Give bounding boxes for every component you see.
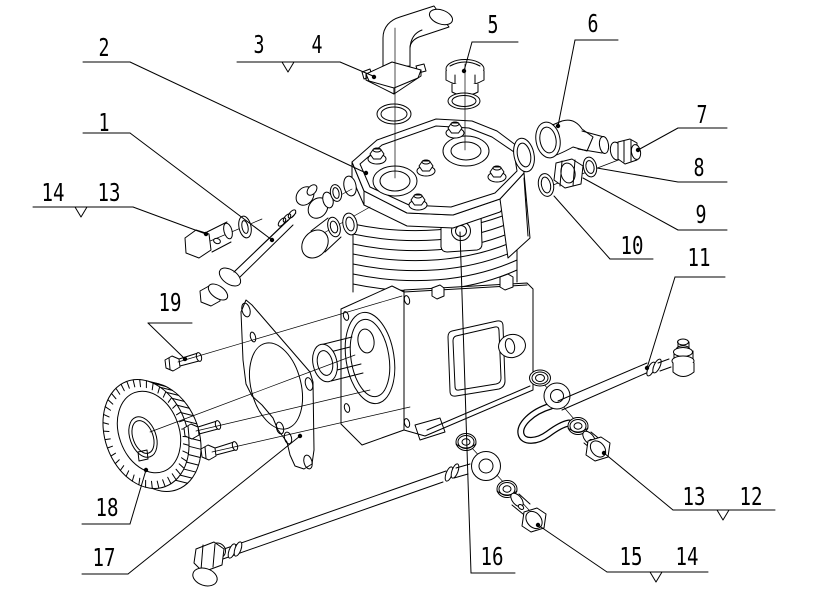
leader-line [459, 231, 472, 574]
part-number-19: 19 [159, 288, 182, 317]
part-number-17: 17 [93, 543, 116, 572]
leader-dot [143, 467, 149, 473]
leader-line [339, 61, 374, 77]
leader-line [603, 452, 674, 511]
unloader-parts [184, 184, 371, 307]
fittings-right [513, 119, 642, 197]
part-number-8: 8 [694, 153, 705, 182]
part-number-15: 15 [620, 542, 643, 571]
part-number-1: 1 [99, 108, 110, 137]
part-number-10: 10 [621, 231, 644, 260]
leader-dot [535, 522, 541, 528]
part-number-5: 5 [488, 10, 499, 39]
part-number-14: 14 [42, 178, 65, 207]
callout-5: 5 [461, 10, 519, 74]
leader-line [557, 39, 576, 127]
leader-dot [644, 365, 650, 371]
leader-line [646, 276, 676, 369]
leader-line [147, 322, 186, 360]
part-number-6: 6 [588, 9, 599, 38]
leader-line [537, 524, 608, 573]
leader-line [596, 167, 679, 183]
bracket-notch [281, 61, 295, 73]
callout-6: 6 [555, 9, 619, 129]
callout-19: 19 [147, 288, 193, 362]
hose-banjo-eye [543, 382, 571, 410]
oil-pipe [192, 451, 501, 587]
callout-14-13: 14 13 [32, 178, 209, 237]
bracket-notch [74, 206, 88, 218]
part-number-11: 11 [688, 243, 711, 272]
leader-line [129, 61, 367, 174]
part-number-12: 12 [740, 482, 763, 511]
plug-large [301, 229, 329, 259]
leader-line [132, 206, 207, 235]
leader-line [637, 127, 679, 151]
leader-dot [461, 68, 467, 74]
part-number-18: 18 [96, 493, 119, 522]
callout-18: 18 [81, 467, 149, 525]
part-number-2: 2 [99, 33, 110, 62]
leader-line [553, 195, 611, 260]
leader-line [463, 41, 473, 72]
leader-dot [555, 123, 561, 129]
leader-dot [363, 170, 369, 176]
bracket-notch [649, 571, 663, 583]
callout-16: 16 [459, 231, 516, 574]
straight-hose [557, 338, 695, 411]
leader-line [129, 469, 147, 525]
part-number-9: 9 [696, 200, 707, 229]
leader-line [129, 132, 273, 241]
leader-dot [297, 433, 303, 439]
callout-11: 11 [644, 243, 726, 371]
head-port-right [442, 135, 490, 167]
callout-9: 9 [582, 177, 728, 231]
part-number-7: 7 [697, 100, 708, 129]
crankcase [312, 273, 534, 446]
head-side-oring [343, 175, 357, 197]
part-number-3: 3 [254, 30, 265, 59]
union-flange [535, 121, 561, 159]
connector-7 [617, 138, 638, 165]
callout-7: 7 [635, 100, 728, 153]
leader-line [582, 177, 679, 231]
leader-dot [269, 237, 275, 243]
leader-dot [635, 147, 641, 153]
leader-dot [182, 356, 188, 362]
hose-end-fitting [671, 338, 695, 377]
leader-dot [203, 231, 209, 237]
callout-8: 8 [596, 153, 728, 183]
leader-line [127, 435, 301, 575]
callout-17: 17 [81, 433, 303, 575]
callout-2: 2 [82, 33, 369, 176]
part-number-16: 16 [481, 542, 504, 571]
callout-10: 10 [553, 195, 654, 260]
part-number-13: 13 [98, 178, 121, 207]
leader-dot [371, 74, 377, 80]
bracket-notch [716, 509, 730, 521]
intake-elbow [361, 5, 454, 125]
part-number-4: 4 [312, 30, 323, 59]
leader-dot [601, 450, 607, 456]
part-number-14: 14 [676, 542, 699, 571]
part-number-13: 13 [683, 482, 706, 511]
callout-1: 1 [82, 108, 275, 243]
callout-13-12: 13 12 [601, 450, 776, 521]
oring-large [513, 137, 535, 173]
pipe-banjo-eye [471, 451, 501, 481]
